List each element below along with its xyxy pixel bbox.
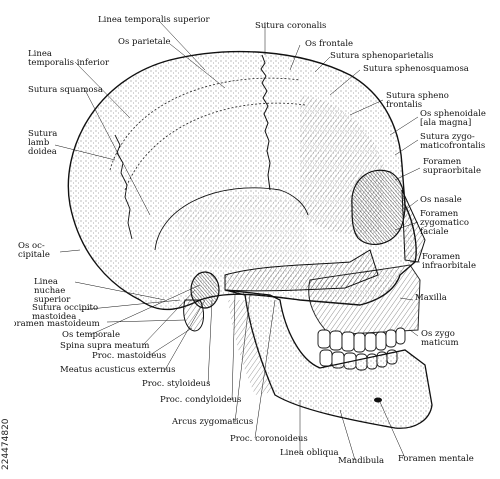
label-linea-nuchae-superior: Linea nuchae superior: [34, 277, 71, 305]
label-os-temporale: Os temporale: [62, 330, 120, 340]
label-foramen-infraorbitale: Foramen infraorbitale: [422, 252, 477, 271]
maxilla-shape: [308, 264, 421, 336]
foramen-mentale: [374, 397, 382, 403]
linea-temporalis-superior: [109, 77, 301, 171]
meatus-acusticus: [190, 271, 220, 309]
label-sutura-squamosa: Sutura squamosa: [28, 85, 103, 95]
label-os-zygomaticum: Os zygo maticum: [421, 329, 459, 348]
temporal-shading: [175, 195, 310, 269]
label-proc-coronoideus: Proc. coronoideus: [230, 434, 308, 444]
label-sutura-sphenosquamosa: Sutura sphenosquamosa: [363, 64, 469, 74]
label-os-nasale: Os nasale: [420, 195, 462, 205]
sutura-coronalis-line: [260, 54, 271, 191]
label-linea-obliqua: Linea obliqua: [280, 448, 339, 458]
label-sutura-sphenoparietalis: Sutura sphenoparietalis: [330, 51, 434, 61]
label-foramen-mentale: Foramen mentale: [398, 454, 474, 464]
stock-id-strip: 224474820: [0, 0, 14, 479]
label-os-frontale: Os frontale: [305, 39, 354, 49]
leader-lines: [54, 21, 421, 461]
label-linea-temporalis-inferior: Linea temporalis inferior: [28, 49, 110, 68]
sutura-lambdoidea-line: [114, 134, 133, 240]
label-arcus-zygomaticus: Arcus zygomaticus: [172, 417, 254, 427]
label-sutura-zygomaticofrontalis: Sutura zygo- maticofrontalis: [420, 132, 486, 151]
linea-temporalis-inferior: [124, 102, 306, 191]
label-sutura-lambdoidea: Sutura lamb doidea: [28, 129, 58, 157]
label-os-sphenoidale: Os sphenoidale [ala magna]: [420, 109, 486, 128]
stock-id: 224474820: [1, 418, 11, 470]
label-meatus-acusticus-externus: Meatus acusticus externus: [60, 365, 176, 375]
label-proc-condyloideus: Proc. condyloideus: [160, 395, 242, 405]
label-proc-styloideus: Proc. styloideus: [142, 379, 211, 389]
label-foramen-supraorbitale: Foramen supraorbitale: [423, 157, 481, 176]
orbit: [351, 169, 406, 246]
label-sutura-sphenofrontalis: Sutura spheno frontalis: [386, 91, 449, 110]
label-sutura-coronalis: Sutura coronalis: [255, 21, 327, 31]
label-sutura-occipitomastoidea: Sutura occipito mastoidea: [32, 303, 99, 322]
label-os-parietale: Os parietale: [118, 37, 171, 47]
label-linea-temporalis-superior: Linea temporalis superior: [98, 15, 210, 25]
label-mandibula: Mandibula: [338, 456, 385, 466]
mastoid-process: [183, 299, 204, 332]
label-proc-mastoideus: Proc. mastoideus: [92, 351, 167, 361]
upper-teeth: [317, 327, 406, 353]
label-maxilla: Maxilla: [415, 293, 447, 303]
sutura-squamosa-line: [154, 187, 309, 251]
label-foramen-zygomaticofaciale: Foramen zygomatico faciale: [420, 209, 469, 237]
label-os-occipitale: Os oc- cipitale: [18, 241, 50, 260]
ramus-shading: [228, 300, 275, 395]
label-foramen-mastoideum: Foramen mastoideum: [6, 319, 100, 329]
label-spina-supra-meatum: Spina supra meatum: [60, 341, 150, 351]
